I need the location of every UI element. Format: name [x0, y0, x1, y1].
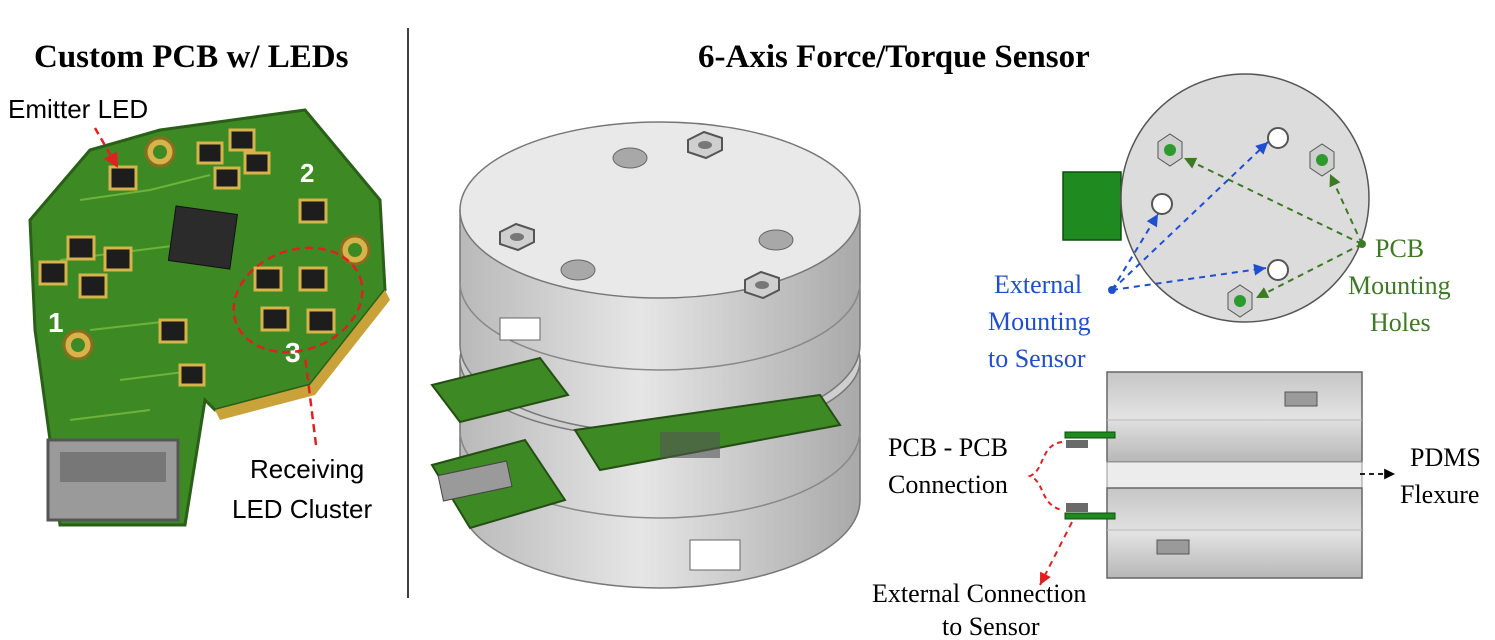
- pdms-label-line1: PDMS: [1410, 443, 1481, 472]
- pcb-number-2: 2: [300, 158, 314, 188]
- pcb-mount-origin-dot: [1358, 240, 1366, 248]
- ext-mount-arrow-3: [1111, 263, 1267, 291]
- receiving-label-line2: LED Cluster: [232, 494, 372, 524]
- left-panel-title: Custom PCB w/ LEDs: [34, 39, 349, 75]
- emitter-led-label: Emitter LED: [8, 94, 148, 124]
- sensor-isometric-render: [430, 121, 861, 589]
- ext-mount-arrow-1: [1111, 141, 1269, 291]
- pcb-mount-label-line1: PCB: [1375, 234, 1424, 263]
- receiving-cluster-circle: [232, 246, 364, 354]
- ext-mount-label-line3: to Sensor: [988, 344, 1086, 373]
- external-connection-label-line1: External Connection: [872, 579, 1086, 608]
- pcb-mount-label-line3: Holes: [1370, 308, 1431, 337]
- sensor-top-view: [1062, 73, 1370, 323]
- custom-pcb-image: 1 2 3: [28, 108, 390, 527]
- pcb-connection-label-line2: Connection: [888, 470, 1008, 499]
- ext-mount-label-line2: Mounting: [988, 307, 1091, 336]
- right-panel-title: 6-Axis Force/Torque Sensor: [698, 39, 1090, 75]
- external-connection-label-line2: to Sensor: [942, 612, 1040, 640]
- receiving-label-line1: Receiving: [250, 454, 364, 484]
- ext-mount-origin-dot: [1108, 286, 1116, 294]
- ext-mount-arrow-2: [1111, 213, 1159, 291]
- ext-mount-label-line1: External: [994, 270, 1082, 299]
- pdms-label-line2: Flexure: [1400, 480, 1479, 509]
- pcb-mount-arrow-3: [1255, 243, 1363, 299]
- sensor-side-view: [1064, 371, 1363, 579]
- pcb-mount-label-line2: Mounting: [1348, 271, 1451, 300]
- pcb-number-1: 1: [48, 307, 64, 338]
- pcb-number-3: 3: [285, 337, 301, 368]
- pcb-connection-label-line1: PCB - PCB: [888, 433, 1008, 462]
- emitter-led-arrow: [93, 127, 120, 169]
- pcb-mount-arrow-2: [1329, 173, 1363, 245]
- external-connection-arrow: [1039, 521, 1073, 586]
- pcb-connection-bracket: [1027, 441, 1063, 511]
- receiving-cluster-arrow: [303, 355, 318, 446]
